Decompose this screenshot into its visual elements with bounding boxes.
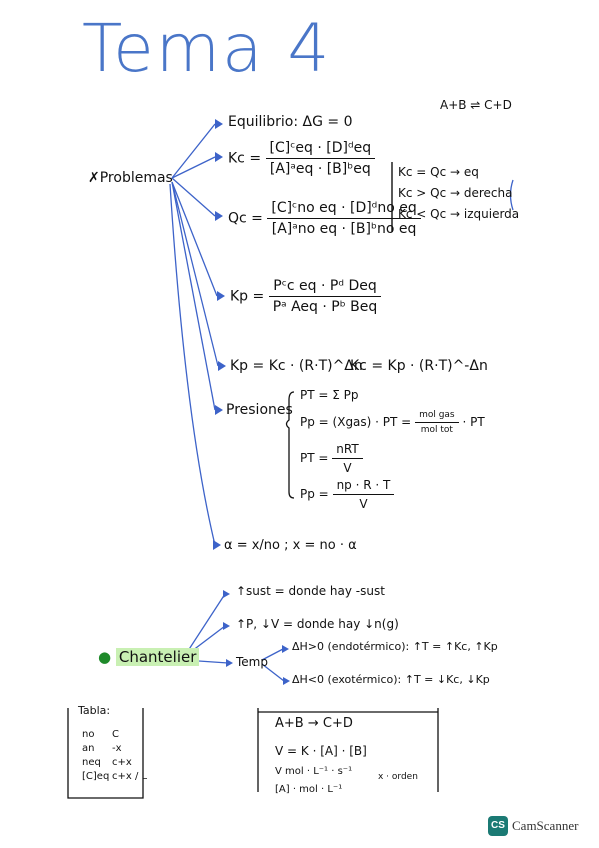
chantelier-presion: ↑P, ↓V = donde hay ↓n(g) <box>236 617 399 631</box>
kc-kp-relation: Kc = Kp · (R·T)^-Δn <box>350 358 488 374</box>
camscanner-label: CamScanner <box>512 818 579 833</box>
kc-label: Kc = <box>228 150 262 167</box>
kc-fraction: [C]ᶜeq · [D]ᵈeq [A]ᵃeq · [B]ᵇeq <box>265 140 376 177</box>
alpha-relation: α = x/no ; x = no · α <box>224 538 357 553</box>
comparison-eq: Kc = Qc → eq <box>398 165 479 179</box>
pp-nrt-numerator: np · R · T <box>332 478 395 495</box>
velocidad-units-v: V mol · L⁻¹ · s⁻¹ <box>275 766 353 777</box>
kp-fraction: Pᶜc eq · Pᵈ Deq Pᵃ Aeq · Pᵇ Beq <box>269 278 382 315</box>
pp-nrt-denominator: V <box>359 497 368 511</box>
problemas-node: ✗Problemas <box>88 170 173 186</box>
qc-node: Qc = [C]ᶜno eq · [D]ᵈno eq [A]ᵃno eq · [… <box>228 200 421 237</box>
comparison-list: Kc = Qc → eq Kc > Qc → derecha Kc < Qc →… <box>398 162 519 225</box>
comparison-derecha: Kc > Qc → derecha <box>398 186 513 200</box>
page-title: Tema 4 <box>82 10 332 87</box>
chantelier-exo: ΔH<0 (exotérmico): ↑T = ↓Kc, ↓Kp <box>292 673 490 686</box>
pp-x-label: Pp = (Xgas) · PT = <box>300 415 412 429</box>
velocidad-units-conc: [A] · mol · L⁻¹ <box>275 784 343 795</box>
chantelier-node: ● Chantelier <box>98 648 200 666</box>
pp-x-fraction: mol gas mol tot <box>415 410 459 435</box>
chantelier-endo: ΔH>0 (endotérmico): ↑T = ↑Kc, ↑Kp <box>292 640 498 653</box>
equilibrio-node: Equilibrio: ΔG = 0 <box>228 114 353 130</box>
camscanner-logo-icon: CS <box>488 816 508 836</box>
pt-nrt-label: PT = <box>300 451 329 465</box>
tabla-title: Tabla: <box>78 704 111 717</box>
chantelier-temp: Temp <box>236 655 268 669</box>
kp-node: Kp = Pᶜc eq · Pᵈ Deq Pᵃ Aeq · Pᵇ Beq <box>230 278 381 315</box>
reaction-equation: A+B ⇌ C+D <box>440 98 512 112</box>
qc-denominator: [A]ᵃno eq · [B]ᵇno eq <box>271 221 417 237</box>
kc-denominator: [A]ᵃeq · [B]ᵇeq <box>269 161 371 177</box>
pp-molar-fraction: Pp = (Xgas) · PT = mol gas mol tot · PT <box>300 410 485 435</box>
pp-x-denominator: mol tot <box>420 425 453 435</box>
pp-x-numerator: mol gas <box>415 410 459 423</box>
pt-sum: PT = Σ Pp <box>300 388 359 402</box>
velocidad-note: x · orden <box>378 772 418 782</box>
kp-label: Kp = <box>230 288 265 305</box>
kp-numerator: Pᶜc eq · Pᵈ Deq <box>269 278 381 297</box>
kp-denominator: Pᵃ Aeq · Pᵇ Beq <box>272 299 378 315</box>
presiones-label: Presiones <box>226 402 293 418</box>
problemas-label: Problemas <box>99 170 173 186</box>
bullet-icon: ● <box>98 648 112 666</box>
pt-nrt-numerator: nRT <box>332 442 363 459</box>
pp-nrt-label: Pp = <box>300 487 329 501</box>
pt-nrt-fraction: nRT V <box>332 442 363 475</box>
kp-kc-relation: Kp = Kc · (R·T)^Δn <box>230 358 363 374</box>
chantelier-label: Chantelier <box>115 648 200 666</box>
kc-numerator: [C]ᶜeq · [D]ᵈeq <box>265 140 376 159</box>
pt-nrt-denominator: V <box>343 461 352 475</box>
pp-x-tail: · PT <box>462 415 485 429</box>
pt-nrt: PT = nRT V <box>300 442 363 475</box>
chantelier-sust: ↑sust = donde hay -sust <box>236 584 385 598</box>
camscanner-watermark: CS CamScanner <box>488 816 578 836</box>
x-mark-icon: ✗ <box>88 170 100 186</box>
qc-label: Qc = <box>228 210 263 227</box>
comparison-izquierda: Kc < Qc → izquierda <box>398 207 520 221</box>
qc-fraction: [C]ᶜno eq · [D]ᵈno eq [A]ᵃno eq · [B]ᵇno… <box>267 200 421 237</box>
velocidad-law: V = K · [A] · [B] <box>275 744 367 758</box>
pp-nrt: Pp = np · R · T V <box>300 478 395 511</box>
tabla-row: an-x <box>82 743 122 754</box>
kc-node: Kc = [C]ᶜeq · [D]ᵈeq [A]ᵃeq · [B]ᵇeq <box>228 140 376 177</box>
velocidad-reaction: A+B → C+D <box>275 716 353 731</box>
qc-numerator: [C]ᶜno eq · [D]ᵈno eq <box>267 200 421 219</box>
pp-nrt-fraction: np · R · T V <box>332 478 395 511</box>
